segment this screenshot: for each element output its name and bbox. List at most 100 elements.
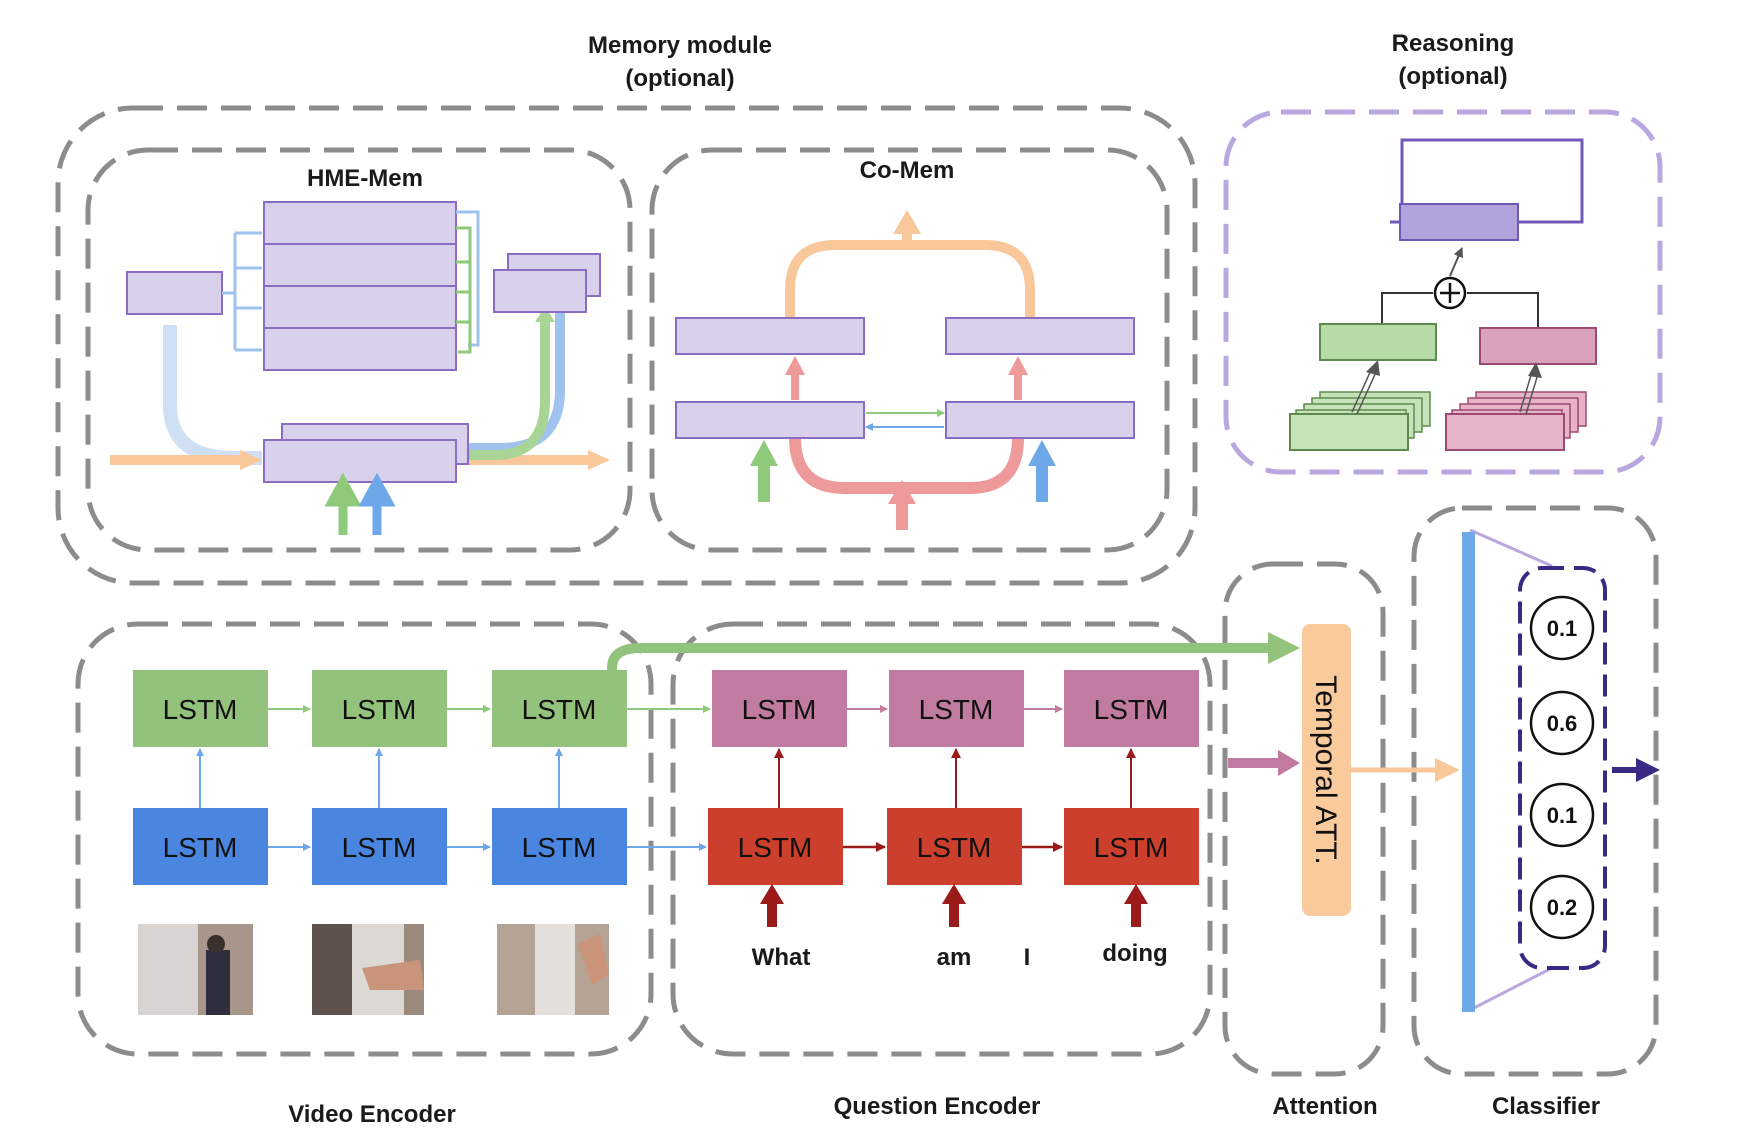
- frame-wall: [138, 924, 198, 1015]
- co-mem-pink-loop: [789, 437, 1024, 494]
- frame-person: [206, 950, 230, 1015]
- output-node: [1529, 595, 1595, 661]
- co-mem-pink-up-left-head: [785, 356, 805, 375]
- question-to-attention-head: [1278, 750, 1300, 776]
- lstm-label: LSTM: [163, 694, 238, 725]
- hme-memory-slot: [263, 285, 457, 329]
- reasoning-video-attend-head: [1366, 360, 1380, 376]
- reasoning-video-feature-stack: [1289, 391, 1431, 451]
- reasoning-video-box: [1319, 323, 1437, 361]
- word-input-arrow-head: [760, 884, 784, 904]
- output-node: [1529, 690, 1595, 756]
- co-mem-pink-input-head: [888, 480, 916, 504]
- question-word: doing: [1102, 940, 1167, 967]
- memory-module-title-line2: (optional): [625, 65, 734, 92]
- memory-module-title-line1: Memory module: [588, 32, 772, 59]
- hme-input-box: [126, 271, 223, 315]
- hme-write-bracket-green: [456, 226, 472, 354]
- hme-mem-diagram: [110, 201, 610, 535]
- classifier-outputs: 0.1 0.6 0.1 0.2: [1529, 595, 1595, 940]
- reasoning-title: Reasoning (optional): [1392, 30, 1515, 90]
- memory-module-box: [55, 105, 1198, 586]
- output-node: [1529, 874, 1595, 940]
- video-top-lstm-1: [133, 670, 268, 747]
- co-mem-top-left-box: [675, 317, 865, 355]
- output-probability: 0.2: [1547, 895, 1578, 920]
- hme-read-bracket: [222, 231, 262, 352]
- co-mem-bottom-left-box: [675, 401, 865, 439]
- co-mem-box: [649, 147, 1170, 553]
- video-to-attention-arrow: [607, 643, 1280, 670]
- attention-box: [1222, 561, 1386, 1077]
- question-top-lstm-3: [1064, 670, 1199, 747]
- video-encoder-box: [75, 621, 654, 1057]
- hme-blue-input-arrow: [358, 472, 396, 535]
- question-bottom-lstm-3: [1064, 808, 1199, 885]
- reasoning-question-attend-head: [1528, 362, 1542, 378]
- question-encoder-caption: Question Encoder: [834, 1093, 1041, 1120]
- video-frame-1: [138, 924, 253, 1015]
- co-mem-bottom-right-box: [945, 401, 1135, 439]
- hme-read-flow: [163, 325, 262, 465]
- hme-mem-title: HME-Mem: [307, 165, 423, 192]
- lstm-label: LSTM: [742, 694, 817, 725]
- hme-orange-out-head: [588, 450, 610, 470]
- lstm-label: LSTM: [919, 694, 994, 725]
- reasoning-question-box: [1479, 327, 1597, 365]
- hme-green-input-arrow: [324, 472, 362, 535]
- question-top-lstm-2: [889, 670, 1024, 747]
- hme-write-bracket-blue: [456, 210, 480, 347]
- classifier-output-box: [1518, 566, 1607, 970]
- frame-wall: [535, 924, 575, 1015]
- lstm-label: LSTM: [917, 832, 992, 863]
- lstm-label: LSTM: [1094, 832, 1169, 863]
- reasoning-diagram: [1289, 138, 1597, 451]
- hme-green-write-head: [535, 306, 555, 322]
- reasoning-title-line1: Reasoning: [1392, 30, 1515, 57]
- frame-door: [312, 924, 352, 1015]
- co-mem-orange-loop: [785, 240, 1035, 318]
- reasoning-state-box: [1399, 203, 1519, 241]
- lstm-label: LSTM: [738, 832, 813, 863]
- hme-output-box: [493, 269, 587, 313]
- video-bottom-lstm-3: [492, 808, 627, 885]
- attention-to-classifier-head: [1435, 758, 1460, 782]
- co-mem-orange-out-head: [893, 210, 921, 234]
- classifier-box: [1411, 505, 1659, 1077]
- classifier-output-head: [1636, 758, 1660, 782]
- reasoning-update-arrow: [1449, 247, 1464, 277]
- question-top-lstm-1: [712, 670, 847, 747]
- output-probability: 0.6: [1547, 711, 1578, 736]
- video-feature-card: [1289, 413, 1409, 451]
- question-encoder-box: [670, 621, 1213, 1057]
- lstm-label: LSTM: [522, 694, 597, 725]
- classifier: 0.1 0.6 0.1 0.2: [1462, 528, 1660, 1012]
- video-bottom-lstm-1: [133, 808, 268, 885]
- reasoning-question-attend-arrow: [1519, 371, 1539, 415]
- classifier-feature-bar: [1462, 532, 1475, 1012]
- temporal-att-box: [1302, 624, 1351, 916]
- classifier-caption: Classifier: [1492, 1093, 1600, 1120]
- co-mem-title: Co-Mem: [860, 157, 955, 184]
- classifier-fan-top: [1469, 528, 1553, 568]
- hme-orange-in-head: [240, 450, 262, 470]
- question-feature-card: [1445, 413, 1565, 451]
- co-mem-diagram: [675, 210, 1135, 530]
- plus-operator-glyph: [1440, 283, 1460, 303]
- attention-caption: Attention: [1272, 1093, 1377, 1120]
- frame-arm: [578, 934, 609, 985]
- reasoning-video-attend-arrow: [1351, 367, 1378, 415]
- lstm-label: LSTM: [342, 832, 417, 863]
- hme-memory-slot: [263, 243, 457, 287]
- reasoning-box: [1223, 109, 1663, 475]
- video-to-attention-head: [1268, 632, 1300, 664]
- hme-controller-box: [263, 439, 457, 483]
- output-probability: 0.1: [1547, 616, 1578, 641]
- video-encoder: LSTM LSTM LSTM LSTM LSTM LSTM: [133, 632, 1300, 1015]
- hme-memory-slot: [263, 327, 457, 371]
- reasoning-question-feature-stack: [1445, 391, 1587, 451]
- lstm-label: LSTM: [1094, 694, 1169, 725]
- question-word: I: [1024, 944, 1031, 971]
- lstm-label: LSTM: [522, 832, 597, 863]
